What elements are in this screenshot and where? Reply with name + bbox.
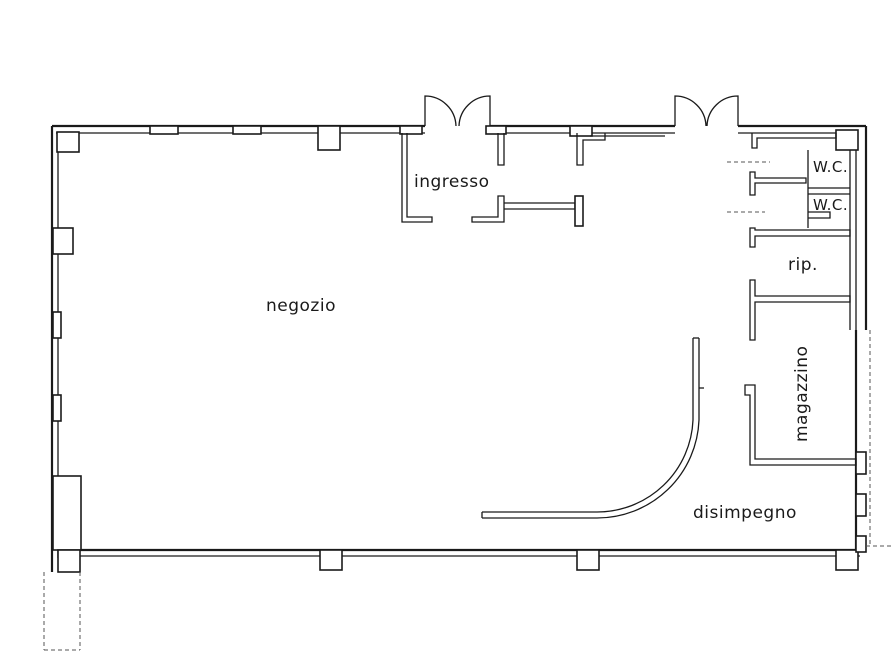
label-negozio: negozio [266, 296, 336, 316]
entrance-door-right [674, 95, 739, 127]
label-disimpegno: disimpegno [693, 503, 797, 523]
label-wc-2: W.C. [813, 196, 848, 214]
ingresso-walls [401, 133, 665, 227]
curved-counter [481, 337, 704, 519]
pillars [52, 125, 867, 573]
dashed-references [43, 330, 893, 651]
label-magazzino: magazzino [792, 346, 812, 442]
entrance-door-left [424, 95, 491, 127]
magazzino-walls [744, 279, 857, 466]
label-rip: rip. [788, 255, 818, 275]
label-wc-1: W.C. [813, 158, 848, 176]
label-ingresso: ingresso [414, 172, 489, 192]
outer-walls [50, 124, 868, 572]
service-walls [727, 133, 851, 330]
